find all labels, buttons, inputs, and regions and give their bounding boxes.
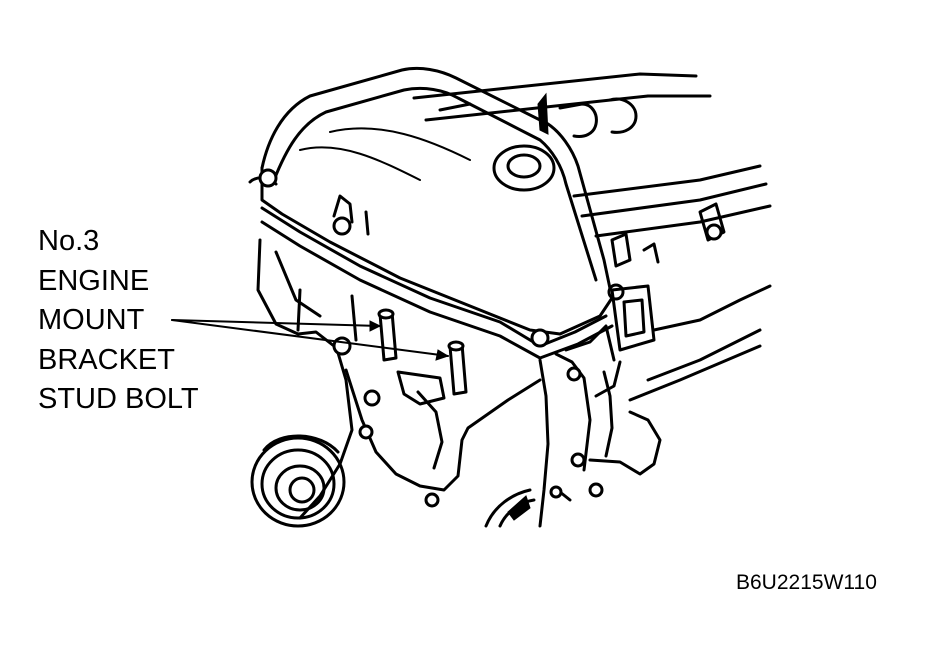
exhaust-flange <box>610 284 772 402</box>
callout-line-1: No.3 <box>38 225 100 257</box>
callout-line-5: STUD BOLT <box>38 383 199 415</box>
cylinder-head-cover <box>248 66 614 360</box>
cover-bolts <box>258 168 723 348</box>
crankshaft-pulley <box>250 434 346 528</box>
callout-line-2: ENGINE <box>38 264 150 297</box>
camshaft-housing <box>412 72 772 268</box>
callout-leader-lines <box>171 319 450 361</box>
timing-gear <box>484 485 572 528</box>
figure-code: B6U2215W110 <box>736 571 877 594</box>
callout-line-3: MOUNT <box>38 304 145 336</box>
cylinder-block <box>256 238 662 528</box>
engine-mount-bracket-stud-bolts <box>377 308 468 396</box>
callout-line-4: BRACKET <box>38 343 175 376</box>
callout-label: No.3 ENGINE MOUNT BRACKET STUD BOLT <box>38 222 199 420</box>
